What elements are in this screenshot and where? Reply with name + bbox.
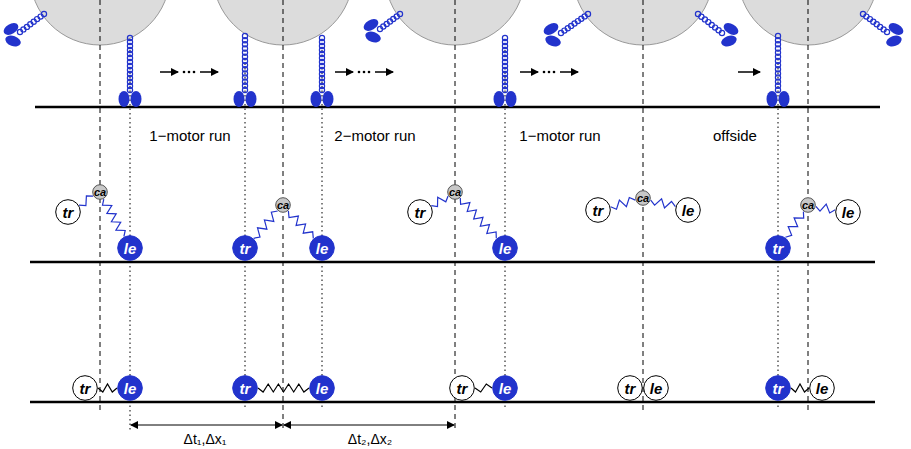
stalk-coil (719, 30, 724, 35)
bound-head: le (117, 235, 143, 261)
bound-head: le (492, 235, 518, 261)
head-label: tr (765, 235, 791, 261)
interval-label: Δt₁,Δx₁ (181, 431, 230, 447)
spring (611, 198, 636, 210)
head-label: le (309, 375, 335, 401)
spring (98, 384, 117, 392)
phase-label: 2−motor run (331, 127, 418, 144)
spring (791, 384, 809, 392)
head-label: le (835, 199, 861, 225)
motor-stalk (17, 11, 889, 92)
stalk-coil (775, 87, 780, 92)
head-label: le (675, 197, 701, 223)
head-label: tr (585, 197, 611, 223)
bound-head: le (492, 375, 518, 401)
ellipsis-dots (183, 71, 556, 74)
head-label: tr (407, 199, 433, 225)
spring (475, 384, 492, 392)
head-label: ca (275, 197, 291, 213)
unbound-head: le (675, 197, 701, 223)
cargo-point: ca (800, 197, 816, 213)
head-label: ca (635, 190, 651, 206)
motion-arrow (160, 71, 760, 73)
spring (816, 204, 835, 213)
cargo (30, 0, 878, 45)
spring (785, 212, 803, 238)
head-label: le (309, 235, 335, 261)
spring (79, 196, 93, 206)
spring (254, 211, 278, 238)
head-label: ca (92, 184, 108, 200)
cargo-point: ca (92, 184, 108, 200)
unbound-head: tr (55, 199, 81, 225)
unbound-head: tr (449, 375, 475, 401)
bound-head: tr (232, 375, 258, 401)
stalk-coil (242, 87, 247, 92)
cargo-point: ca (275, 197, 291, 213)
head-label: tr (449, 375, 475, 401)
unbound-head: tr (407, 199, 433, 225)
cargo-point: ca (635, 190, 651, 206)
stalk-coil (558, 30, 563, 35)
unbound-head: le (835, 199, 861, 225)
phase-label: 1−motor run (516, 127, 603, 144)
phase-label: 1−motor run (146, 127, 233, 144)
head-label: le (117, 235, 143, 261)
stalk-coil (884, 29, 889, 34)
unbound-head: le (809, 375, 835, 401)
stalk-coil (319, 87, 324, 92)
bound-head: tr (232, 235, 258, 261)
spring (651, 199, 676, 208)
head-label: ca (800, 197, 816, 213)
stalk-coil (502, 87, 507, 92)
head-label: le (643, 375, 669, 401)
head-label: tr (232, 235, 258, 261)
head-label: tr (232, 375, 258, 401)
stalk-coil (377, 26, 382, 31)
head-label: le (492, 235, 518, 261)
head-label: le (492, 375, 518, 401)
head-label: ca (447, 184, 463, 200)
head-label: le (117, 375, 143, 401)
cargo-centre-line (100, 0, 808, 432)
spring (288, 211, 313, 239)
spring (431, 196, 448, 207)
head-label: tr (617, 375, 643, 401)
stalk-coil (127, 87, 132, 92)
spring (460, 198, 496, 238)
head-label: le (809, 375, 835, 401)
bound-head: le (309, 235, 335, 261)
interval-arrow (131, 425, 454, 426)
unbound-head: le (643, 375, 669, 401)
stalk-coil (17, 29, 22, 34)
head-label: tr (72, 375, 98, 401)
bound-head: le (309, 375, 335, 401)
motor-head (2, 17, 906, 107)
unbound-head: tr (72, 375, 98, 401)
phase-label: offside (710, 127, 760, 144)
unbound-head: tr (617, 375, 643, 401)
cargo-point: ca (447, 184, 463, 200)
bound-head: tr (765, 375, 791, 401)
spring (103, 199, 126, 236)
head-label: tr (765, 375, 791, 401)
unbound-head: tr (585, 197, 611, 223)
head-position-line (130, 50, 778, 432)
head-label: tr (55, 199, 81, 225)
stalk-coil (706, 20, 711, 25)
bound-head: le (117, 375, 143, 401)
bound-head: tr (765, 235, 791, 261)
interval-label: Δt₂,Δx₂ (345, 431, 395, 447)
spring (258, 384, 309, 392)
